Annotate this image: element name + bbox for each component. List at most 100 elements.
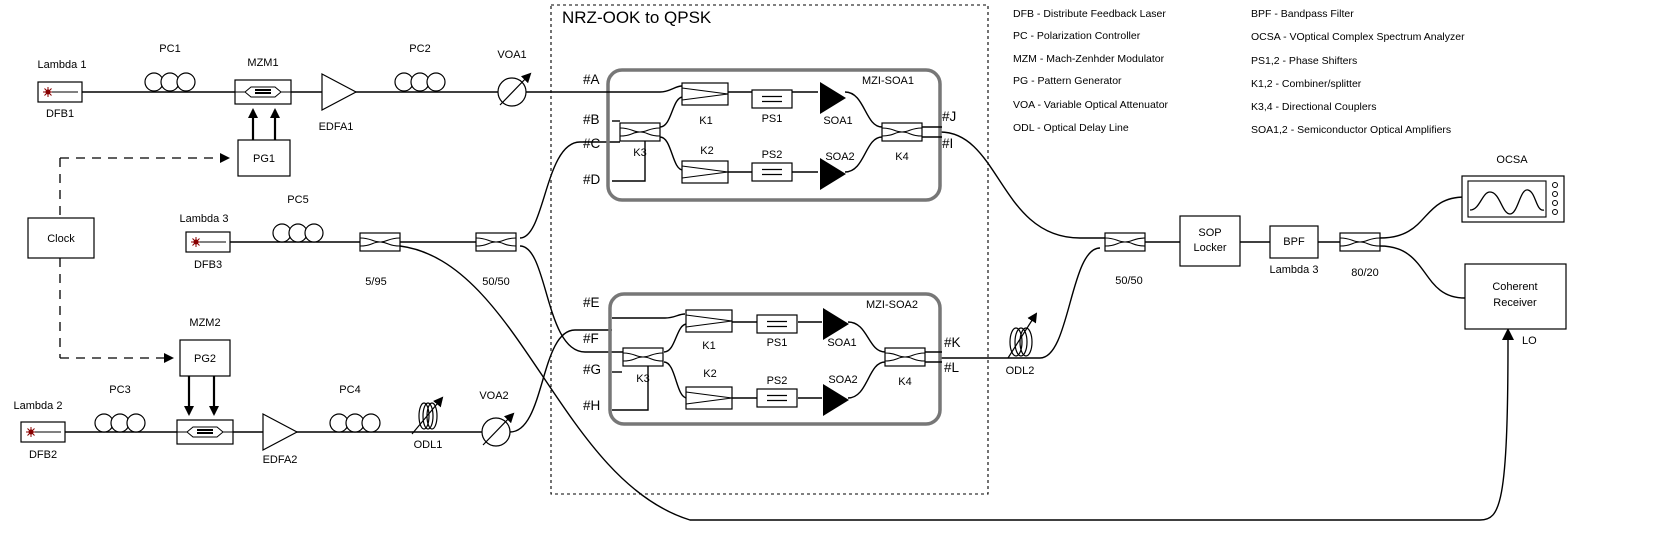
coherent-label-1: Coherent	[1492, 281, 1537, 293]
soa1-label-1: SOA1	[823, 115, 852, 127]
section-title: NRZ-OOK to QPSK	[562, 8, 712, 27]
k2-label-2: K2	[703, 368, 716, 380]
k1-combiner-2	[685, 309, 733, 333]
dfb1-label: DFB1	[46, 108, 74, 120]
dfb2-laser	[20, 421, 66, 443]
odl2-delay-line	[1007, 312, 1038, 359]
nrz-ook-to-qpsk-frame	[550, 4, 989, 495]
mzm1-label: MZM1	[247, 57, 278, 69]
legend-right-5: SOA1,2 - Semiconductor Optical Amplifier…	[1251, 124, 1451, 136]
voa2-attenuator	[481, 412, 515, 447]
ps2-phase-shifter-2	[756, 388, 798, 408]
dfb1-laser	[37, 81, 83, 103]
pc5-label: PC5	[287, 194, 308, 206]
lambda3-label: Lambda 3	[180, 213, 229, 225]
lambda1-label: Lambda 1	[38, 59, 87, 71]
odl2-label: ODL2	[1006, 365, 1035, 377]
edfa2-amplifier	[262, 413, 299, 451]
pc2-label: PC2	[409, 43, 430, 55]
edfa2-label: EDFA2	[263, 454, 298, 466]
port-h: #H	[583, 398, 600, 413]
port-j: #J	[942, 109, 956, 124]
soa1-label-2: SOA1	[827, 337, 856, 349]
bpf-lambda3-label: Lambda 3	[1270, 264, 1319, 276]
odl1-label: ODL1	[414, 439, 443, 451]
ocsa-analyzer	[1461, 175, 1565, 223]
coupler-5-95-label: 5/95	[365, 276, 386, 288]
ps2-label-2: PS2	[767, 375, 788, 387]
legend-right-0: BPF - Bandpass Filter	[1251, 8, 1354, 20]
k2-label-1: K2	[700, 145, 713, 157]
lambda2-label: Lambda 2	[14, 400, 63, 412]
ocsa-label: OCSA	[1496, 154, 1528, 166]
legend: DFB - Distribute Feedback Laser PC - Pol…	[1013, 8, 1465, 136]
coherent-receiver-box	[1464, 263, 1567, 330]
bpf-box	[1269, 225, 1319, 259]
bpf-label: BPF	[1283, 236, 1305, 248]
legend-left-3: PG - Pattern Generator	[1013, 75, 1122, 87]
ps1-phase-shifter-2	[756, 314, 798, 334]
sop-label-2: Locker	[1193, 242, 1226, 254]
clock-box	[27, 217, 95, 259]
mzi-soa1: MZI-SOA1 K3 K1 K2 PS1 PS2 SOA1 SOA2 K4	[606, 68, 942, 202]
ps1-label-2: PS1	[767, 337, 788, 349]
coupler-50-50-a-label: 50/50	[482, 276, 510, 288]
k4-coupler-2	[884, 347, 926, 367]
legend-left-5: ODL - Optical Delay Line	[1013, 122, 1129, 134]
dfb3-label: DFB3	[194, 259, 222, 271]
pc2-polarization-controller	[394, 72, 446, 92]
odl1-delay-line	[411, 396, 444, 435]
dfb3-laser	[185, 231, 231, 253]
control-lines	[59, 108, 280, 416]
k2-combiner-1	[681, 160, 729, 184]
legend-right-1: OCSA - VOptical Complex Spectrum Analyze…	[1251, 31, 1465, 43]
soa1-amplifier-1	[820, 82, 846, 114]
legend-left-4: VOA - Variable Optical Attenuator	[1013, 99, 1169, 111]
legend-right-2: PS1,2 - Phase Shifters	[1251, 55, 1357, 67]
coupler-50-50-b-label: 50/50	[1115, 275, 1143, 287]
k1-combiner-1	[681, 82, 729, 106]
k3-label-1: K3	[633, 147, 646, 159]
k3-coupler-2	[622, 347, 664, 367]
port-b: #B	[583, 112, 600, 127]
coupler-80-20-label: 80/20	[1351, 267, 1379, 279]
legend-left-1: PC - Polarization Controller	[1013, 30, 1141, 42]
ps1-phase-shifter-1	[751, 89, 793, 109]
soa1-amplifier-2	[823, 308, 849, 340]
coupler-50-50-b	[1104, 232, 1146, 252]
port-a: #A	[583, 72, 600, 87]
soa2-label-1: SOA2	[825, 151, 854, 163]
port-labels: #A #B #C #D #J #I #E #F #G #H #K #L	[583, 72, 961, 413]
k4-label-2: K4	[898, 376, 911, 388]
pg1-box	[237, 139, 291, 177]
coupler-50-50-a	[475, 232, 517, 252]
lo-label: LO	[1522, 335, 1537, 347]
port-g: #G	[583, 362, 601, 377]
k1-label-2: K1	[702, 340, 715, 352]
voa1-attenuator	[497, 72, 532, 107]
edfa1-label: EDFA1	[319, 121, 354, 133]
pc1-polarization-controller	[144, 72, 196, 92]
soa2-label-2: SOA2	[828, 374, 857, 386]
pg2-label: PG2	[194, 353, 216, 365]
port-i: #I	[942, 136, 953, 151]
pc4-polarization-controller	[329, 413, 381, 433]
edfa1-amplifier	[321, 73, 358, 111]
coupler-5-95	[359, 232, 401, 252]
mzm2-label: MZM2	[189, 317, 220, 329]
k4-coupler-1	[881, 122, 923, 142]
pc4-label: PC4	[339, 384, 360, 396]
coherent-label-2: Receiver	[1493, 297, 1537, 309]
legend-left-0: DFB - Distribute Feedback Laser	[1013, 8, 1166, 20]
mzm1-modulator	[234, 79, 292, 105]
dfb2-label: DFB2	[29, 449, 57, 461]
voa2-label: VOA2	[479, 390, 508, 402]
pg2-box	[179, 339, 231, 377]
k1-label-1: K1	[699, 115, 712, 127]
lo-arrow-icon	[1502, 328, 1514, 340]
pc3-label: PC3	[109, 384, 130, 396]
port-c: #C	[583, 136, 601, 151]
sop-locker-box	[1179, 215, 1241, 267]
soa2-amplifier-2	[823, 384, 849, 416]
